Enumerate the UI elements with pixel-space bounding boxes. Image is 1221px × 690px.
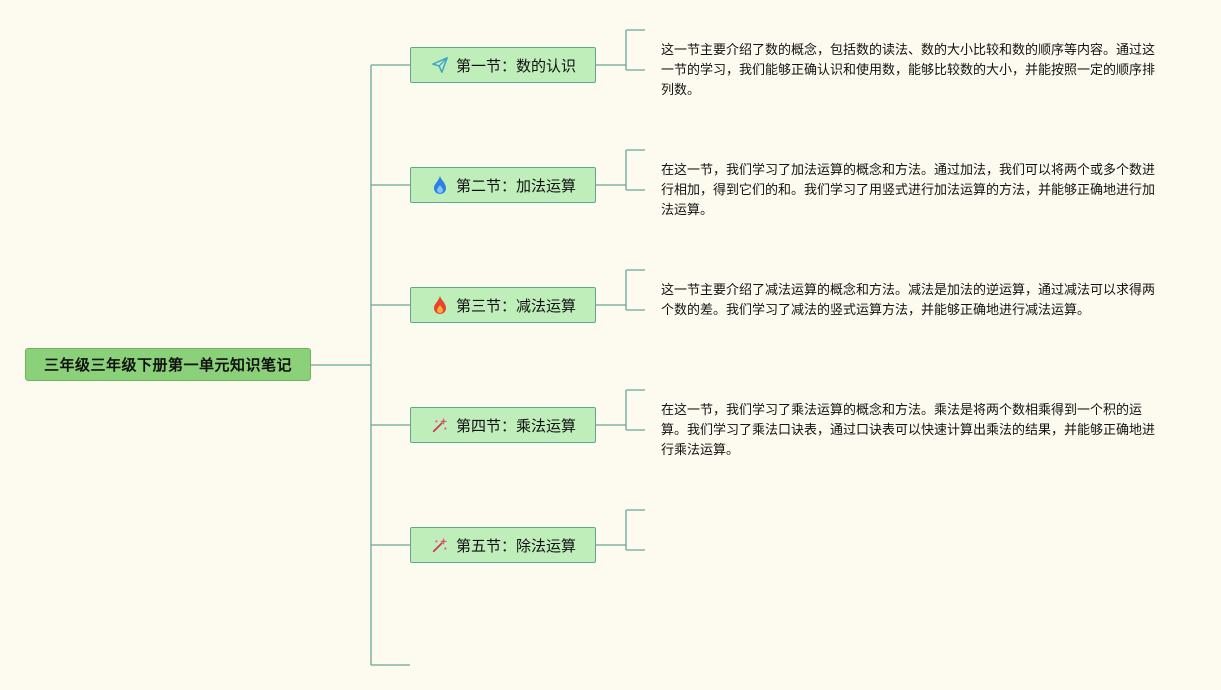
section-node-2[interactable]: 第二节：加法运算 bbox=[410, 167, 596, 203]
root-label: 三年级三年级下册第一单元知识笔记 bbox=[43, 356, 292, 374]
paper-plane-icon bbox=[430, 55, 450, 75]
section-label: 第二节：加法运算 bbox=[455, 176, 576, 195]
bracket-1 bbox=[596, 29, 645, 71]
bracket-2 bbox=[596, 149, 645, 191]
section-label: 第五节：除法运算 bbox=[455, 536, 576, 555]
section-node-3[interactable]: 第三节：减法运算 bbox=[410, 287, 596, 323]
magic-wand-icon bbox=[430, 415, 450, 435]
bracket-5 bbox=[596, 509, 645, 551]
section-node-4[interactable]: 第四节：乘法运算 bbox=[410, 407, 596, 443]
bracket-4 bbox=[596, 389, 645, 431]
section-desc-2: 在这一节，我们学习了加法运算的概念和方法。通过加法，我们可以将两个或多个数进行相… bbox=[661, 163, 1156, 218]
section-label: 第三节：减法运算 bbox=[455, 296, 576, 315]
red-flame-icon bbox=[430, 295, 450, 315]
bracket-3 bbox=[596, 269, 645, 311]
section-label: 第四节：乘法运算 bbox=[455, 416, 576, 435]
section-desc-4: 在这一节，我们学习了乘法运算的概念和方法。乘法是将两个数相乘得到一个积的运算。我… bbox=[661, 403, 1156, 458]
section-label: 第一节：数的认识 bbox=[455, 56, 576, 75]
section-node-1[interactable]: 第一节：数的认识 bbox=[410, 47, 596, 83]
section-node-5[interactable]: 第五节：除法运算 bbox=[410, 527, 596, 563]
magic-wand-icon bbox=[430, 535, 450, 555]
section-desc-1: 这一节主要介绍了数的概念，包括数的读法、数的大小比较和数的顺序等内容。通过这一节… bbox=[661, 43, 1156, 98]
root-node[interactable]: 三年级三年级下册第一单元知识笔记 bbox=[25, 348, 311, 381]
section-desc-3: 这一节主要介绍了减法运算的概念和方法。减法是加法的逆运算，通过减法可以求得两个数… bbox=[661, 283, 1156, 318]
blue-flame-icon bbox=[430, 175, 450, 195]
